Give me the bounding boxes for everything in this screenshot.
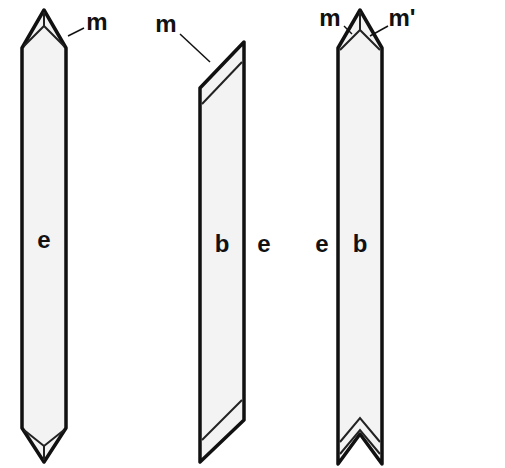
crystal-outline: [338, 10, 382, 464]
face-edge: [340, 430, 380, 454]
face-edge: [43, 446, 45, 460]
face-label: b: [352, 232, 369, 256]
face-label: m: [85, 10, 108, 34]
face-label: e: [36, 228, 51, 252]
face-edge: [24, 26, 64, 46]
face-edge: [359, 12, 361, 30]
leader-line: [344, 26, 352, 34]
face-edge: [202, 62, 242, 104]
crystal-outline: [200, 42, 244, 462]
face-edge: [202, 400, 242, 440]
face-label: b: [214, 232, 231, 256]
face-label: e: [314, 232, 329, 256]
face-label: e: [256, 232, 271, 256]
face-label: m': [387, 6, 416, 30]
leader-line: [370, 26, 388, 36]
face-edge: [24, 430, 64, 446]
leader-line: [180, 34, 210, 62]
leader-line: [68, 28, 84, 36]
face-label: m: [318, 6, 341, 30]
crystal-outline: [22, 10, 66, 462]
face-edge: [43, 12, 45, 26]
face-label: m: [154, 12, 177, 36]
